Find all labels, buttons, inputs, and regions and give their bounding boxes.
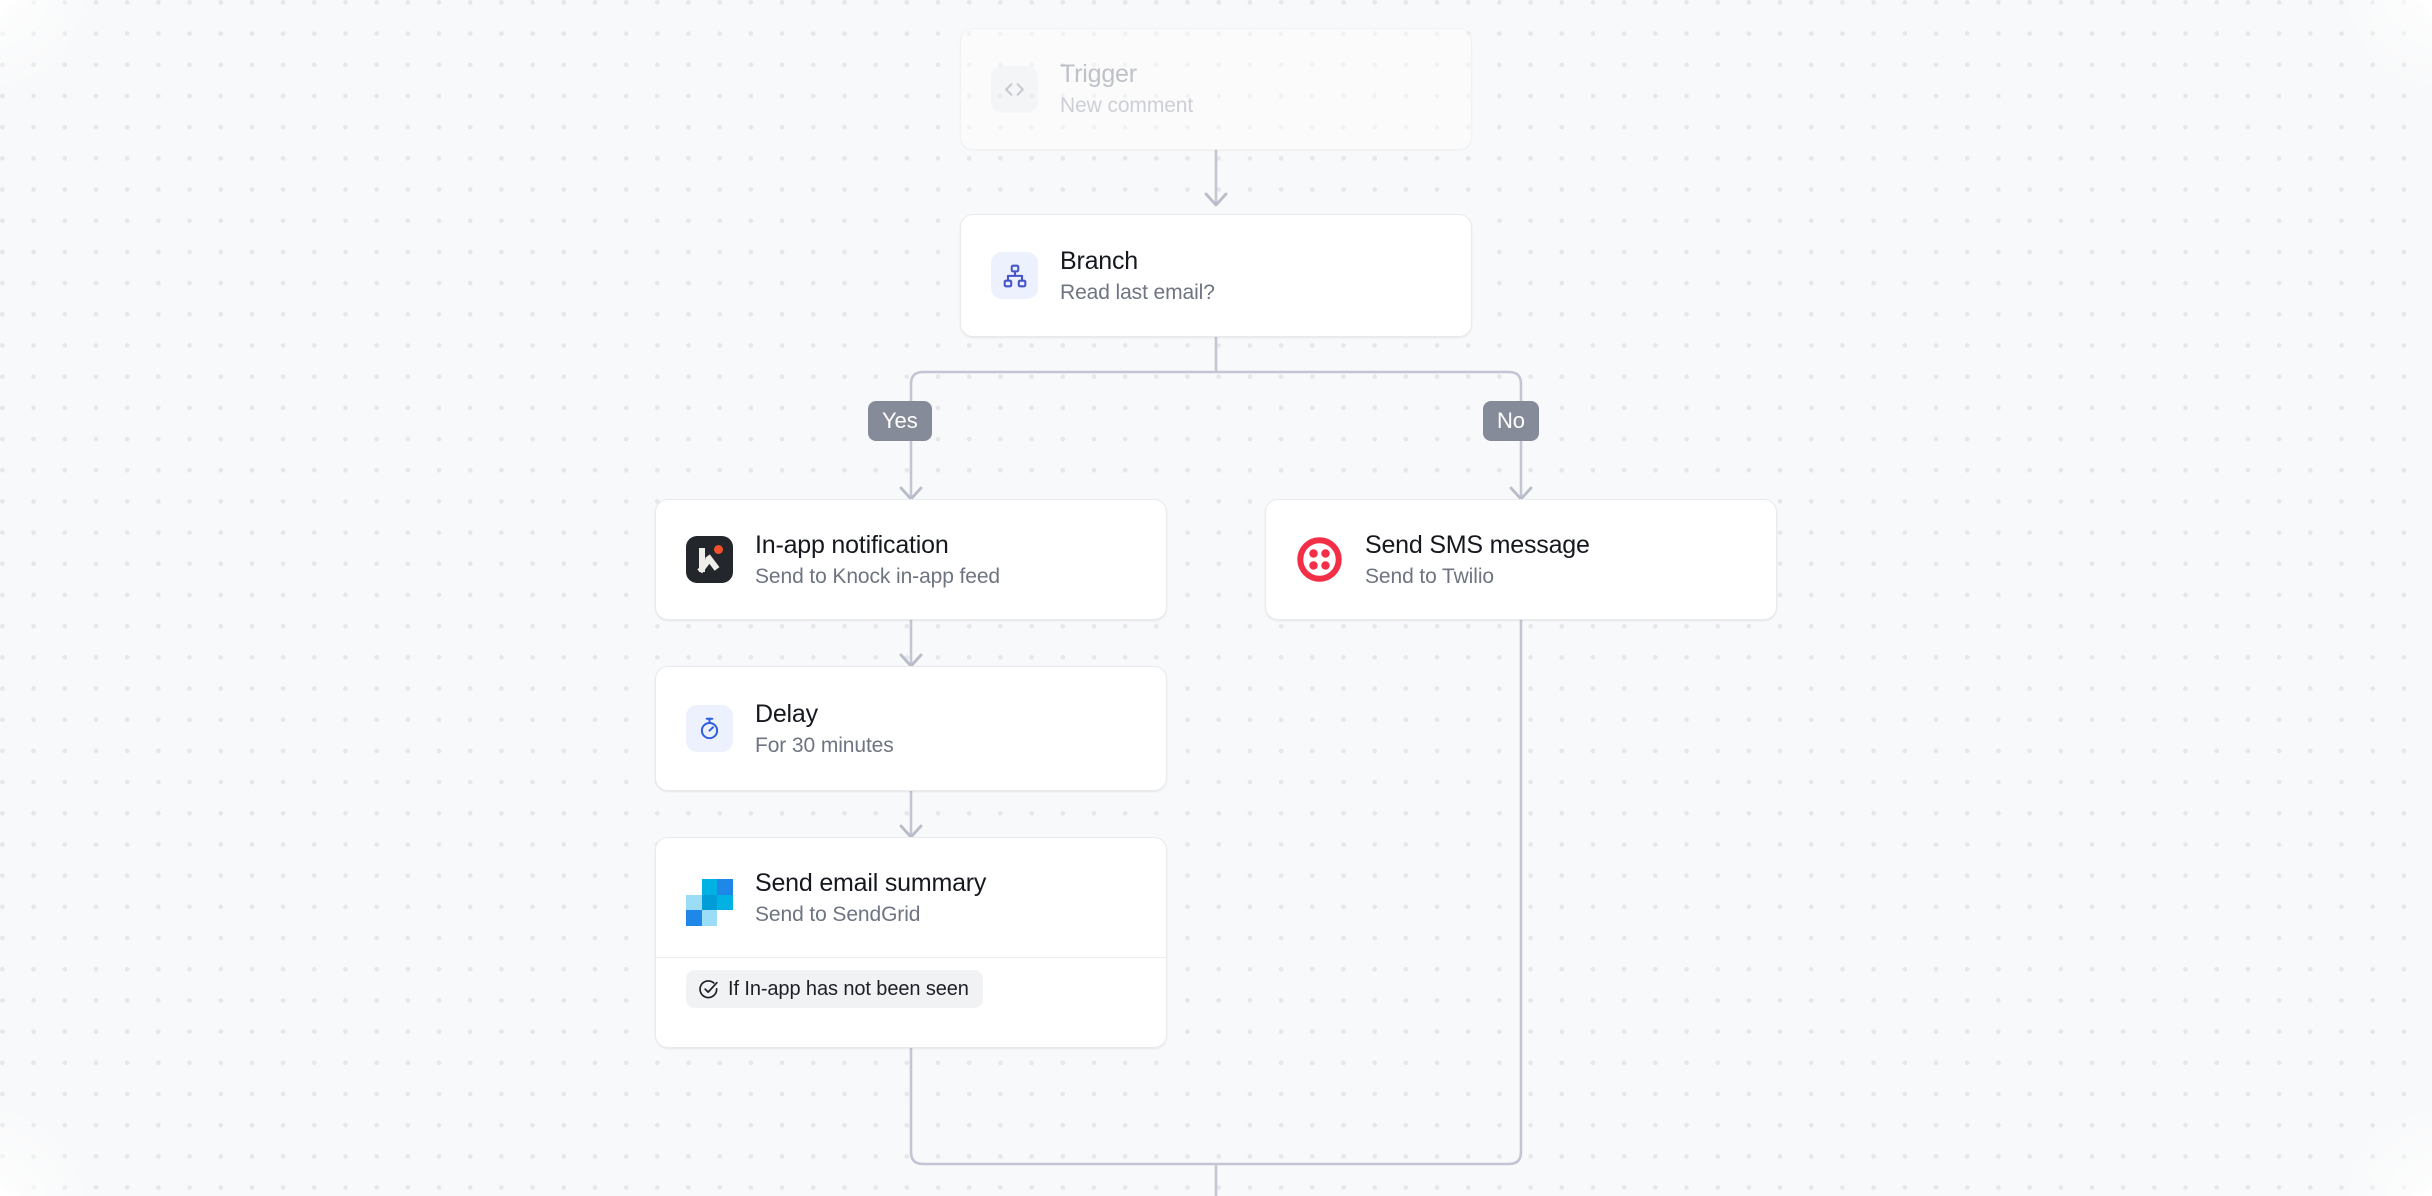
code-icon	[991, 65, 1038, 113]
hierarchy-icon	[991, 252, 1038, 299]
node-subtitle: New comment	[1060, 94, 1194, 117]
node-subtitle: Send to SendGrid	[755, 902, 921, 926]
node-send-sms-message-text: Send SMS message Send to Twilio	[1365, 530, 1590, 590]
node-trigger-text: Trigger New comment	[1060, 59, 1193, 119]
node-delay-text: Delay For 30 minutes	[755, 699, 894, 759]
node-subtitle: Send to Twilio	[1365, 564, 1494, 588]
node-in-app-notification[interactable]: In-app notification Send to Knock in-app…	[655, 499, 1167, 620]
node-branch-text: Branch Read last email?	[1060, 246, 1215, 306]
branch-label-no[interactable]: No	[1483, 401, 1539, 441]
stopwatch-icon	[686, 705, 733, 752]
node-send-sms-message-body: Send SMS message Send to Twilio	[1266, 500, 1776, 619]
condition-chip[interactable]: If In-app has not been seen	[686, 970, 983, 1008]
node-subtitle: Read last email?	[1060, 280, 1215, 304]
twilio-logo-icon	[1296, 536, 1343, 583]
node-subtitle: Send to Knock in-app feed	[755, 564, 1001, 588]
node-condition-row: If In-app has not been seen	[656, 957, 1166, 1020]
branch-label-yes[interactable]: Yes	[868, 401, 932, 441]
node-branch-body: Branch Read last email?	[961, 215, 1471, 336]
node-subtitle: For 30 minutes	[755, 733, 894, 757]
condition-chip-label: If In-app has not been seen	[728, 978, 969, 1000]
sendgrid-logo-icon	[686, 874, 733, 926]
node-branch[interactable]: Branch Read last email?	[960, 214, 1472, 337]
node-send-email-summary-body: Send email summary Send to SendGrid	[656, 838, 1166, 957]
knock-logo-icon	[686, 536, 733, 583]
node-title: Trigger	[1060, 60, 1137, 88]
node-send-sms-message[interactable]: Send SMS message Send to Twilio	[1265, 499, 1777, 620]
node-in-app-notification-text: In-app notification Send to Knock in-app…	[755, 530, 1000, 590]
circle-check-icon	[698, 979, 719, 1000]
node-send-email-summary[interactable]: Send email summary Send to SendGrid If I…	[655, 837, 1167, 1048]
node-trigger-body: Trigger New comment	[961, 29, 1471, 149]
node-send-email-summary-text: Send email summary Send to SendGrid	[755, 868, 986, 928]
node-delay-body: Delay For 30 minutes	[656, 667, 1166, 790]
node-delay[interactable]: Delay For 30 minutes	[655, 666, 1167, 791]
node-title: Branch	[1060, 246, 1139, 275]
node-title: In-app notification	[755, 530, 949, 559]
node-title: Send email summary	[755, 868, 987, 897]
node-title: Send SMS message	[1365, 530, 1590, 559]
node-in-app-notification-body: In-app notification Send to Knock in-app…	[656, 500, 1166, 619]
node-trigger[interactable]: Trigger New comment	[960, 28, 1472, 150]
node-title: Delay	[755, 699, 818, 728]
